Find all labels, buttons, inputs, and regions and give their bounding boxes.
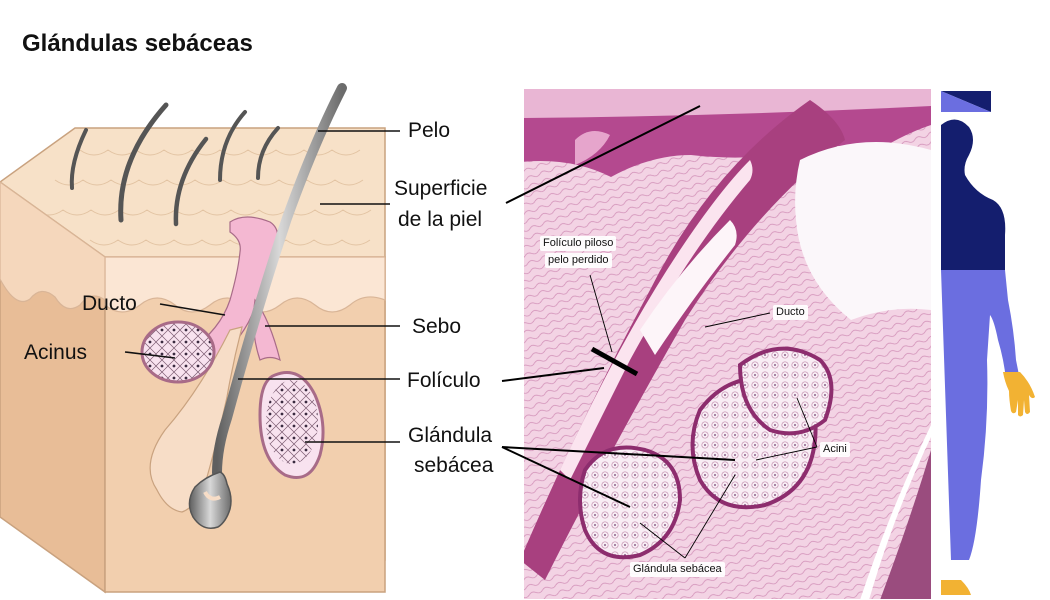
label-foliculo: Folículo [407,369,481,392]
label-glandula-1: Glándula [408,424,493,447]
label-glandula-2: sebácea [414,454,494,477]
micro-label-ducto: Ducto [773,305,808,320]
body-upper [941,119,1006,270]
body-hand [1003,372,1035,417]
main-hair-shaft [212,83,347,478]
micro-label-foliculo-2: pelo perdido [545,253,612,268]
micro-label-foliculo-1: Folículo piloso [540,236,617,251]
label-superficie-1: Superficie [394,177,488,200]
epidermis-left [0,181,106,310]
body-foot [941,580,971,595]
micrograph-thin-leaders [589,274,818,559]
label-superficie-2: de la piel [398,208,483,231]
micrograph-leader-lines [501,105,736,508]
micro-label-glandula-sebacea: Glándula sebácea [630,562,725,577]
body-lower [941,270,1020,560]
acinus-left [140,320,216,384]
acinus-right [266,380,318,464]
micro-label-acini: Acini [820,442,850,457]
label-ducto: Ducto [82,292,137,315]
surface-hairs [69,102,280,227]
diagram-leader-lines [124,130,400,443]
hair-bulb [188,471,232,529]
follicle-sheath [149,326,243,513]
label-sebo: Sebo [412,315,462,338]
label-pelo: Pelo [408,119,451,142]
micrograph-gland-lower [578,445,683,560]
label-acinus: Acinus [24,341,88,364]
follicle-marker-bar [590,346,639,377]
micrograph-gland-upper [737,346,834,436]
page-title: Glándulas sebáceas [22,30,253,57]
